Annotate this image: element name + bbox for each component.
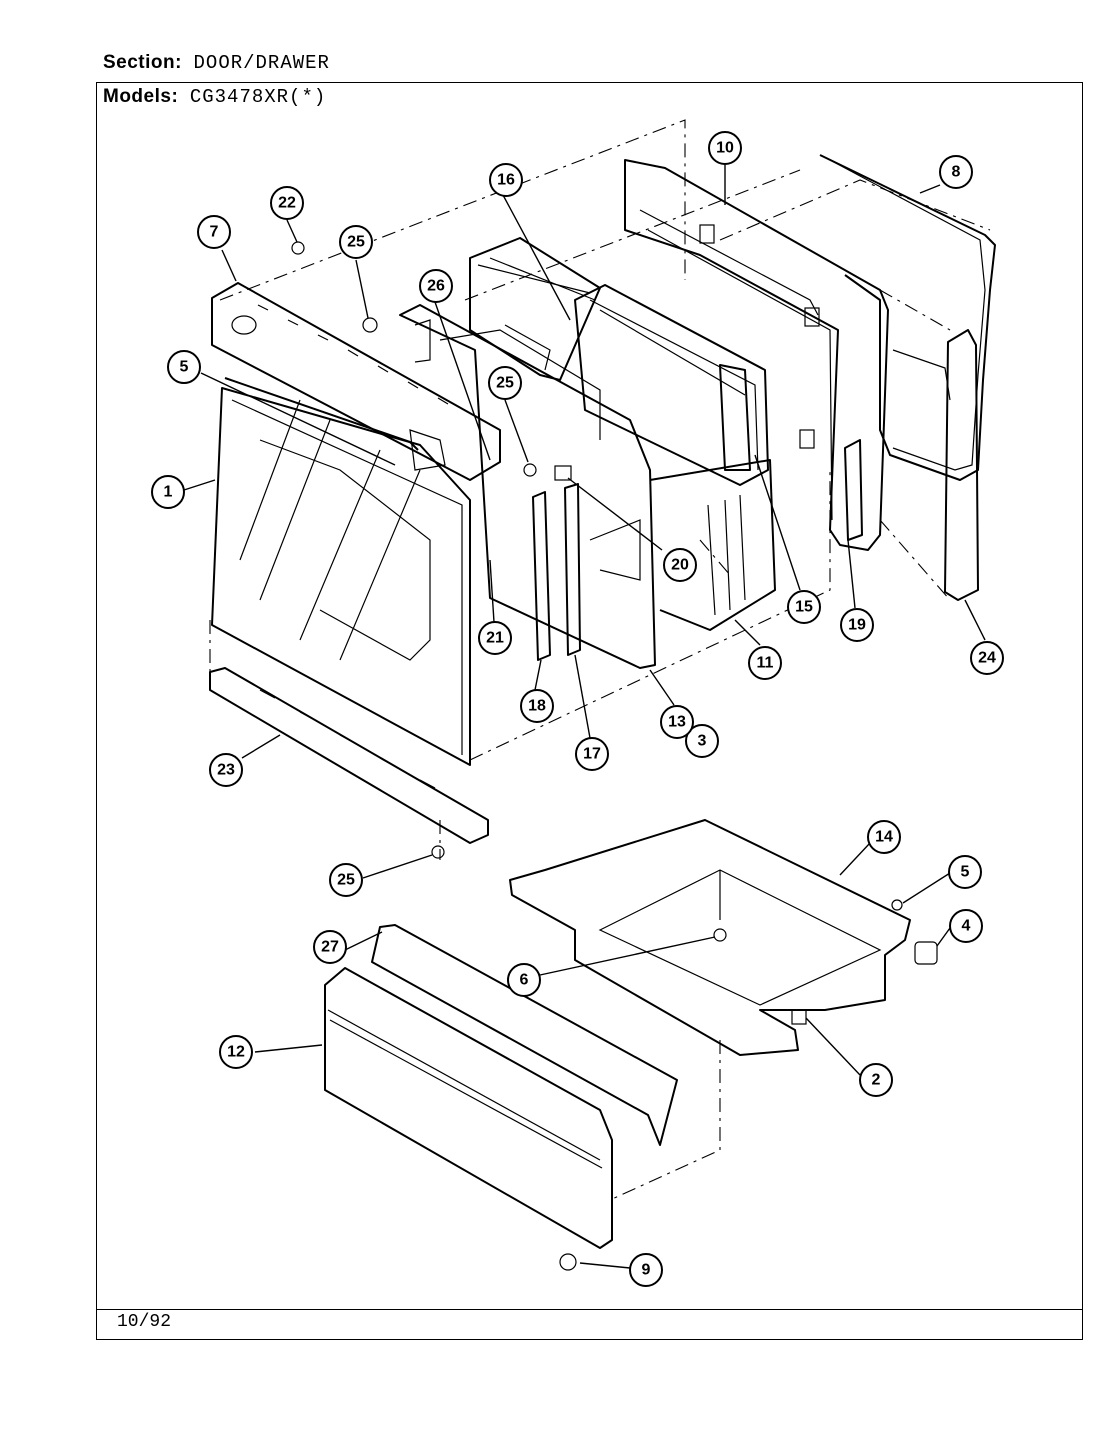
- callout-17: 17: [575, 737, 609, 771]
- part-hardware: [291, 241, 938, 1271]
- part-side-trim: [944, 329, 979, 601]
- part-door-gasket: [819, 154, 996, 481]
- callout-21: 21: [478, 621, 512, 655]
- callout-16: 16: [489, 163, 523, 197]
- part-outer-door-glass: [211, 377, 471, 766]
- svg-text:12: 12: [227, 1044, 245, 1061]
- part-vent-trim: [211, 282, 501, 481]
- footer-rule: [96, 1309, 1083, 1310]
- svg-text:7: 7: [210, 224, 219, 241]
- svg-text:11: 11: [757, 655, 774, 672]
- svg-text:14: 14: [875, 829, 893, 846]
- part-drawer-front: [324, 967, 613, 1249]
- part-inner-glass-pack: [574, 284, 776, 631]
- section-value: DOOR/DRAWER: [193, 52, 330, 74]
- svg-text:26: 26: [427, 278, 445, 295]
- callout-1: 1: [151, 475, 185, 509]
- svg-text:17: 17: [583, 746, 601, 763]
- callout-19: 19: [840, 608, 874, 642]
- section-label: Section:: [103, 52, 182, 73]
- part-inner-door-panel: [399, 304, 656, 669]
- assembly-dash-lines: [209, 119, 991, 1201]
- svg-text:19: 19: [848, 617, 866, 634]
- callout-5-door: 5: [167, 350, 201, 384]
- callout-8: 8: [939, 155, 973, 189]
- callout-20: 20: [663, 548, 697, 582]
- svg-text:25: 25: [496, 375, 514, 392]
- svg-text:3: 3: [698, 733, 707, 750]
- svg-text:23: 23: [217, 762, 235, 779]
- callout-26: 26: [419, 269, 453, 303]
- callout-4: 4: [949, 909, 983, 943]
- svg-text:21: 21: [486, 630, 504, 647]
- svg-text:1: 1: [164, 484, 173, 501]
- callout-25-middle: 25: [488, 366, 522, 400]
- callout-6: 6: [507, 963, 541, 997]
- svg-text:5: 5: [180, 359, 189, 376]
- callout-12: 12: [219, 1035, 253, 1069]
- callout-25-top: 25: [339, 225, 373, 259]
- svg-text:5: 5: [961, 864, 970, 881]
- callout-22: 22: [270, 186, 304, 220]
- diagram-frame: [96, 82, 1083, 1340]
- callout-11: 11: [748, 646, 782, 680]
- part-drawer-flange: [371, 924, 678, 1146]
- callout-14: 14: [867, 820, 901, 854]
- callout-2: 2: [859, 1063, 893, 1097]
- date-code: 10/92: [117, 1312, 172, 1332]
- callout-25-bottom: 25: [329, 863, 363, 897]
- callout-18: 18: [520, 689, 554, 723]
- svg-text:20: 20: [671, 557, 689, 574]
- part-bottom-trim: [209, 667, 489, 844]
- models-label: Models:: [103, 86, 179, 107]
- callout-9: 9: [629, 1253, 663, 1287]
- svg-text:15: 15: [795, 599, 813, 616]
- models-value: CG3478XR(*): [189, 86, 327, 108]
- svg-text:2: 2: [872, 1072, 881, 1089]
- svg-text:22: 22: [278, 195, 296, 212]
- svg-text:18: 18: [528, 698, 546, 715]
- callout-15: 15: [787, 590, 821, 624]
- svg-text:4: 4: [962, 918, 971, 935]
- leader-lines: [183, 165, 986, 1269]
- callout-7: 7: [197, 215, 231, 249]
- callout-3: 3: [685, 724, 719, 758]
- svg-text:25: 25: [347, 234, 365, 251]
- svg-text:13: 13: [668, 714, 686, 731]
- svg-text:10: 10: [716, 140, 734, 157]
- part-hinge-channels: [532, 483, 581, 661]
- svg-text:25: 25: [337, 872, 355, 889]
- callout-23: 23: [209, 753, 243, 787]
- callout-5-drawer: 5: [948, 855, 982, 889]
- svg-text:27: 27: [321, 939, 339, 956]
- section-line: Section: DOOR/DRAWER: [103, 52, 330, 74]
- callout-24: 24: [970, 641, 1004, 675]
- svg-text:16: 16: [497, 172, 515, 189]
- models-line: Models: CG3478XR(*): [103, 86, 326, 108]
- callout-13: 13: [660, 705, 694, 739]
- callout-27: 27: [313, 930, 347, 964]
- svg-text:8: 8: [952, 164, 961, 181]
- part-door-frame: [624, 159, 889, 551]
- part-hinge-bracket: [844, 439, 863, 541]
- part-insulation: [469, 237, 601, 381]
- svg-text:6: 6: [520, 972, 529, 989]
- svg-text:9: 9: [642, 1262, 651, 1279]
- callout-10: 10: [708, 131, 742, 165]
- svg-text:24: 24: [978, 650, 996, 667]
